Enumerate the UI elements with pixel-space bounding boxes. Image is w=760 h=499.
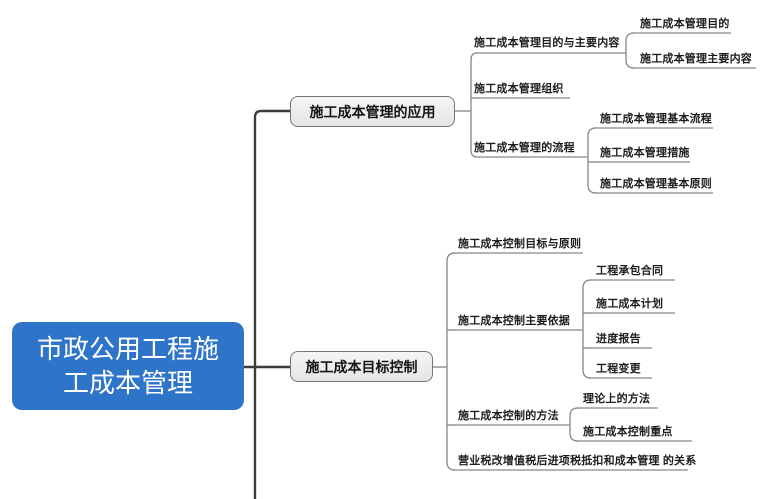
branch-topic-cost-management-application[interactable]: 施工成本管理的应用 <box>290 96 455 127</box>
subtopic-control-goals-principles[interactable]: 施工成本控制目标与原则 <box>458 238 582 250</box>
subtopic-control-methods[interactable]: 施工成本控制的方法 <box>458 410 559 422</box>
subtopic-vat-reform-relation[interactable]: 营业税改增值税后进项税抵扣和成本管理 的关系 <box>458 455 697 467</box>
root-topic-line-2: 工成本管理 <box>62 368 193 398</box>
subtopic-progress-report[interactable]: 进度报告 <box>596 333 641 345</box>
subtopic-management-measures[interactable]: 施工成本管理措施 <box>600 147 690 159</box>
branch-topic-cost-target-control[interactable]: 施工成本目标控制 <box>290 351 433 382</box>
subtopic-management-purpose[interactable]: 施工成本管理目的 <box>640 18 730 30</box>
subtopic-control-main-basis[interactable]: 施工成本控制主要依据 <box>458 315 570 327</box>
root-topic[interactable]: 市政公用工程施 工成本管理 <box>12 322 244 410</box>
subtopic-contract[interactable]: 工程承包合同 <box>596 265 664 277</box>
subtopic-management-main-content[interactable]: 施工成本管理主要内容 <box>640 53 752 65</box>
subtopic-theoretical-methods[interactable]: 理论上的方法 <box>583 393 651 405</box>
subtopic-project-change[interactable]: 工程变更 <box>596 363 641 375</box>
subtopic-management-organization[interactable]: 施工成本管理组织 <box>474 83 564 95</box>
subtopic-management-process[interactable]: 施工成本管理的流程 <box>474 142 575 154</box>
subtopic-cost-plan[interactable]: 施工成本计划 <box>596 298 664 310</box>
root-topic-line-1: 市政公用工程施 <box>36 334 219 364</box>
spine-vertical <box>253 109 290 499</box>
subtopic-basic-principles[interactable]: 施工成本管理基本原则 <box>600 178 712 190</box>
subtopic-purpose-and-content[interactable]: 施工成本管理目的与主要内容 <box>474 37 620 49</box>
subtopic-basic-process[interactable]: 施工成本管理基本流程 <box>600 113 712 125</box>
subtopic-control-key-points[interactable]: 施工成本控制重点 <box>583 426 673 438</box>
